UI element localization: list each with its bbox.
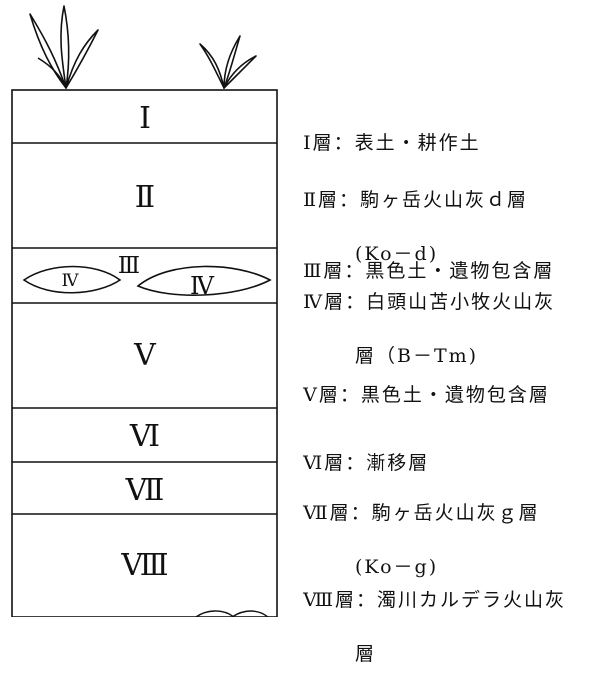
legend-text: 層 (355, 643, 377, 665)
layer-label-viii: Ⅷ (120, 549, 168, 582)
legend-layer-iii: Ⅲ層：黒色土・遺物包含層 (287, 231, 554, 285)
legend-layer-iv: Ⅳ層：白頭山苫小牧火山灰 層（B－Tm) (287, 262, 555, 397)
grass-icon (199, 35, 257, 89)
legend-layer-i: Ⅰ層：表土・耕作土 (287, 103, 481, 157)
legend-text: Ⅱ層：駒ヶ岳火山灰ｄ層 (303, 189, 529, 211)
layer-label-iv: Ⅳ (62, 271, 80, 290)
soil-profile-diagram: Ⅰ Ⅱ Ⅲ Ⅳ Ⅳ Ⅴ Ⅵ Ⅶ Ⅷ (11, 5, 278, 617)
layer-label-iv: Ⅳ (190, 274, 215, 300)
layer-boundaries (12, 142, 277, 515)
legend-layer-vi: Ⅵ層：漸移層 (287, 423, 429, 477)
legend-text: (Ko－g) (355, 556, 439, 578)
legend-layer-viii: Ⅷ層：濁川カルデラ火山灰 層 (287, 560, 566, 695)
layer-label-vi: Ⅵ (129, 420, 160, 453)
legend-text: Ⅵ層：漸移層 (303, 452, 430, 474)
layer-label-iii: Ⅲ (118, 253, 140, 278)
layer-label-ii: Ⅱ (135, 181, 155, 214)
legend-text: Ⅶ層：駒ヶ岳火山灰ｇ層 (303, 502, 540, 524)
legend-layer-vii: Ⅶ層：駒ヶ岳火山灰ｇ層 (Ko－g) (287, 473, 540, 608)
soil-column (11, 89, 278, 617)
layer-viii-lens (195, 610, 235, 617)
layer-label-vii: Ⅶ (125, 474, 165, 507)
legend-layer-v: Ⅴ層：黒色土・遺物包含層 (287, 355, 550, 409)
legend-text: Ⅳ層：白頭山苫小牧火山灰 (303, 291, 556, 313)
grass-icon (29, 5, 99, 89)
legend-layer-ii: Ⅱ層：駒ヶ岳火山灰ｄ層 (Ko－d) (287, 160, 528, 295)
layer-label-i: Ⅰ (139, 102, 151, 135)
layer-viii-lens (231, 610, 269, 617)
legend-text: Ⅴ層：黒色土・遺物包含層 (303, 384, 550, 406)
layer-label-v: Ⅴ (133, 339, 157, 372)
legend-text: (Ko－d) (355, 243, 439, 265)
layer-iv-lens (136, 265, 272, 296)
legend-text: Ⅰ層：表土・耕作土 (303, 132, 481, 154)
layer-iv-lens (22, 265, 122, 294)
legend-text: Ⅲ層：黒色土・遺物包含層 (303, 260, 555, 282)
legend-text: Ⅷ層：濁川カルデラ火山灰 (303, 589, 567, 611)
legend-text: 層（B－Tm) (355, 345, 479, 367)
